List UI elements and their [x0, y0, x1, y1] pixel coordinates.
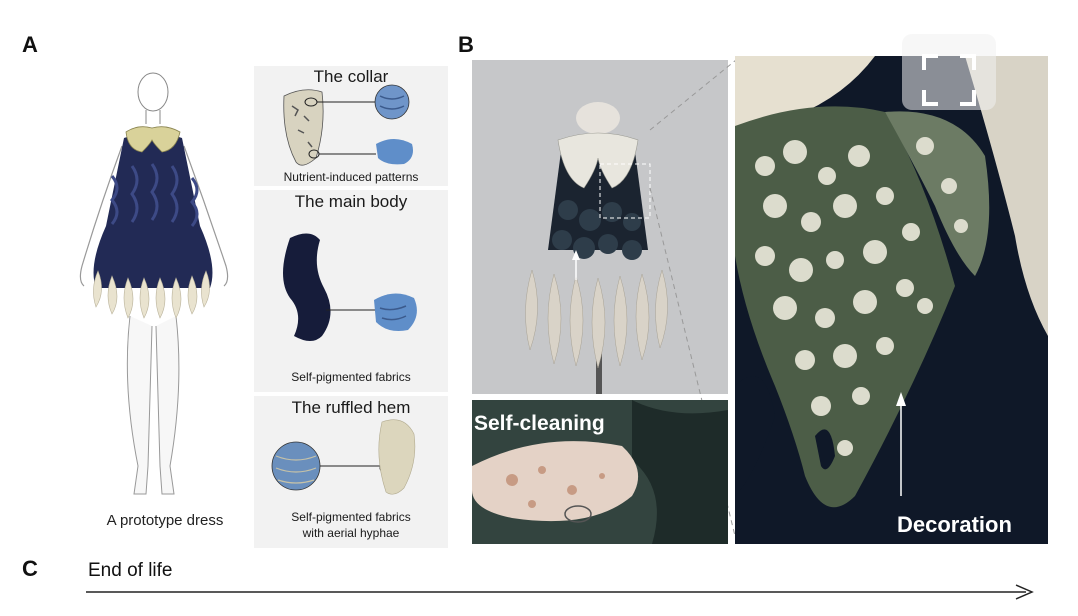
panel-b-label: B: [458, 32, 474, 57]
panel-c-label: C: [22, 556, 38, 581]
panel-a-label: A: [22, 32, 38, 57]
decoration-zoom-photo: Decoration: [735, 56, 1048, 544]
timeline-arrow: [86, 584, 1034, 600]
collar-illustration: [283, 84, 413, 166]
ruffled-hem-caption-line2: with aerial hyphae: [302, 526, 400, 540]
self-cleaning-photo: Self-cleaning: [472, 400, 728, 544]
ruffled-hem-detail-box: The ruffled hem Self-pigmented fabrics w…: [254, 396, 448, 548]
ruffled-hem-caption-line1: Self-pigmented fabrics: [291, 510, 411, 524]
self-cleaning-label: Self-cleaning: [474, 412, 605, 435]
main-body-caption: Self-pigmented fabrics: [291, 370, 411, 384]
ruffled-hem-illustration: [271, 419, 416, 495]
decoration-label: Decoration: [897, 512, 1012, 537]
main-body-title: The main body: [294, 192, 408, 211]
expand-button[interactable]: [902, 34, 996, 110]
sketch-caption: A prototype dress: [106, 512, 224, 529]
main-body-detail-box: The main body Self-pigmented fabrics: [254, 190, 448, 392]
prototype-dress-sketch: [79, 72, 229, 495]
collar-caption: Nutrient-induced patterns: [283, 170, 419, 184]
dress-photo-image: [472, 60, 728, 394]
self-cleaning-image: [472, 400, 728, 544]
main-body-illustration: [283, 233, 417, 341]
collar-detail-box: The collar Nutrient-induced patterns: [254, 66, 448, 186]
end-of-life-label: End of life: [88, 560, 173, 581]
ruffled-hem-title: The ruffled hem: [291, 398, 411, 417]
decoration-zoom-image: [735, 56, 1048, 544]
collar-title: The collar: [313, 67, 389, 86]
expand-icon: [922, 54, 976, 106]
dress-photo: [472, 60, 728, 394]
